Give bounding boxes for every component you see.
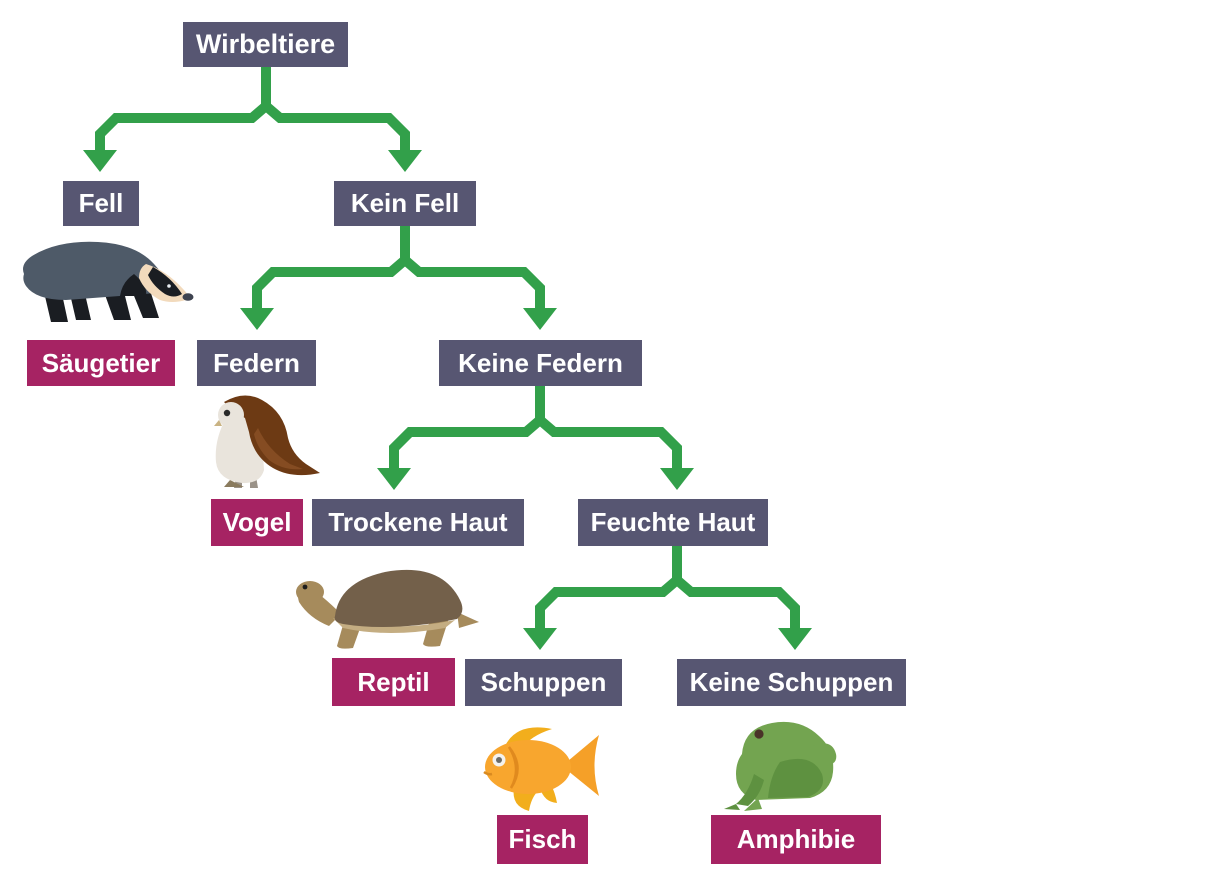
goldfish-illustration: [483, 727, 599, 811]
node-keine-schuppen: Keine Schuppen: [677, 659, 906, 706]
connector-feuchte-haut-fork: [523, 545, 812, 650]
frog-illustration: [724, 721, 837, 811]
arrowhead-kein-fell: [388, 150, 422, 172]
connector-kein-fell-fork: [240, 226, 557, 330]
arrowhead-schuppen: [523, 628, 557, 650]
connector-keine-federn-fork: [377, 385, 694, 490]
node-schuppen: Schuppen: [465, 659, 622, 706]
node-kein-fell: Kein Fell: [334, 181, 476, 226]
turtle-illustration: [296, 569, 479, 649]
arrowhead-fell: [83, 150, 117, 172]
connector-wirbeltiere-fork: [83, 66, 422, 172]
arrowhead-trockene-haut: [377, 468, 411, 490]
node-fisch: Fisch: [497, 815, 588, 864]
node-feuchte-haut: Feuchte Haut: [578, 499, 768, 546]
node-keine-federn: Keine Federn: [439, 340, 642, 386]
badger-illustration: [23, 241, 194, 322]
node-fell: Fell: [63, 181, 139, 226]
node-amphibie: Amphibie: [711, 815, 881, 864]
node-wirbeltiere: Wirbeltiere: [183, 22, 348, 67]
arrowhead-federn: [240, 308, 274, 330]
arrowhead-keine-federn: [523, 308, 557, 330]
node-trockene-haut: Trockene Haut: [312, 499, 524, 546]
arrowhead-keine-schuppen: [778, 628, 812, 650]
node-federn: Federn: [197, 340, 316, 386]
node-reptil: Reptil: [332, 658, 455, 706]
node-vogel: Vogel: [211, 499, 303, 546]
arrowhead-feuchte-haut: [660, 468, 694, 490]
node-saeugetier: Säugetier: [27, 340, 175, 386]
owl-illustration: [214, 395, 320, 488]
